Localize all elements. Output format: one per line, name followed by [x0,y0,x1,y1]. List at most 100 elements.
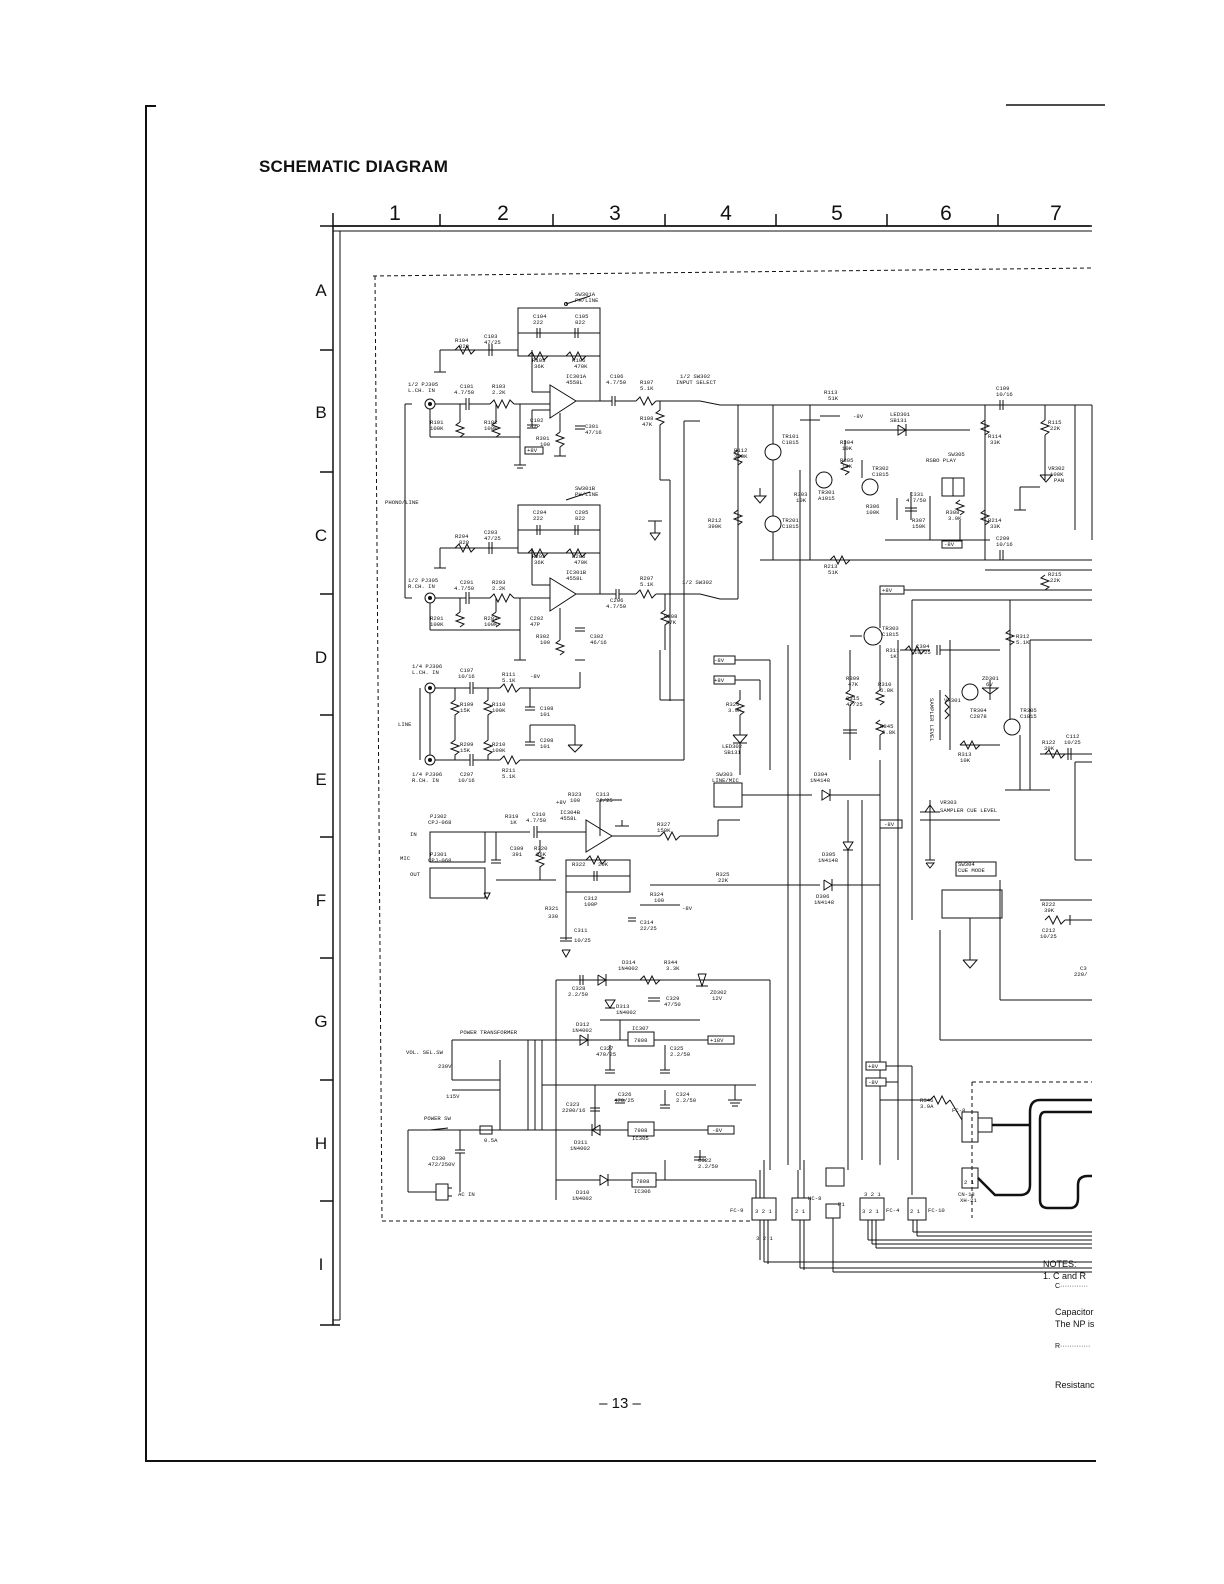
notes-line: The NP is [1055,1319,1095,1329]
component-label: R206 [572,553,585,560]
component-label: 3 2 1 [755,1208,772,1215]
component-label: C104 [533,313,547,320]
component-label: C311 [574,927,588,934]
component-label: C105 [575,313,588,320]
grid-row-label: C [314,526,328,545]
page-number: – 13 – [599,1395,641,1412]
component-label: A1015 [818,495,835,502]
component-label: D304 [814,771,828,778]
component-label: IC306 [634,1188,651,1195]
grid-column-label: 1 [389,202,401,225]
component-label: C329 [666,995,679,1002]
component-label: R213 [824,563,837,570]
component-label: R325 [716,871,729,878]
component-label: SW301B [575,485,596,492]
component-label: 470K [574,363,588,370]
component-label: C313 [596,791,609,798]
component-label: TR101 [782,433,799,440]
preamp-left-channel [424,295,700,469]
component-label: C301 [585,423,599,430]
component-label: R108 [640,415,653,422]
component-label: FC-9 [730,1207,743,1214]
component-label: 472/250V [428,1161,455,1168]
component-label: 390K [734,453,748,460]
component-label: 1N4002 [572,1027,592,1034]
component-label: 2.2K [492,585,506,592]
component-label: C108 [540,705,553,712]
component-label: 2.2/50 [676,1097,697,1104]
component-label: C314 [640,919,654,926]
component-label: C328 [572,985,585,992]
component-label: 47/50 [664,1001,681,1008]
component-label: IN [410,831,417,838]
component-label: ZD302 [710,989,727,996]
component-label: R211 [502,767,516,774]
component-label: R209 [460,741,473,748]
component-label: 1/2 PJ305 [408,577,438,584]
component-label: 4.7/50 [606,603,627,610]
component-label: -8V [868,1079,879,1086]
component-label: C106 [610,373,623,380]
component-label: R319 [505,813,518,820]
component-label: 1N4002 [618,965,638,972]
component-label: 100K [484,425,498,432]
component-label: -8V [884,821,895,828]
component-label: 100 [540,639,551,646]
component-label: -8V [944,541,955,548]
component-label: 47/25 [484,535,501,542]
component-label: 10K [842,463,853,470]
component-label: D314 [622,959,636,966]
component-label: 3.9A [920,1103,934,1110]
notes-heading: NOTES: [1043,1259,1077,1269]
component-label: 2 1 [910,1208,921,1215]
component-label: CUE MODE [958,867,985,874]
component-label: CPJ-068 [428,819,452,826]
component-label: 4.7/50 [606,379,627,386]
component-label: 10/25 [574,937,591,944]
grid-row-label: I [318,1255,324,1274]
component-label: 1/4 PJ306 [412,771,442,778]
component-label: R222 [1042,901,1055,908]
component-label: 10K [842,445,853,452]
component-label: RSBO PLAY [926,457,957,464]
component-label: LED301 [890,411,911,418]
component-label: D312 [576,1021,589,1028]
grid-row-label: D [314,648,328,667]
notes-line: Resistanc [1055,1380,1095,1390]
component-label: R307 [912,517,925,524]
component-label: TR304 [970,707,987,714]
component-label: 47K [666,619,677,626]
component-label: 36K [534,363,545,370]
component-label: 33K [990,523,1001,530]
page-title: SCHEMATIC DIAGRAM [259,157,449,176]
component-label: R302 [536,633,549,640]
component-label: 3 2 1 [862,1208,879,1215]
component-label: C1815 [782,523,799,530]
component-label: 10K [796,497,807,504]
component-label: C109 [996,385,1009,392]
component-label: 2.2/50 [568,991,589,998]
component-label: R324 [650,891,664,898]
component-label: VOL. SEL.SW [406,1049,444,1056]
component-label: 1N4002 [570,1145,590,1152]
component-label: PJ302 [430,813,447,820]
notes-line: 1. C and R [1043,1271,1087,1281]
notes-line: Capacitor [1055,1307,1094,1317]
component-label: 1N4002 [616,1009,636,1016]
component-label: C302 [590,633,603,640]
component-label: FC-4 [886,1207,900,1214]
component-label: -8V [530,673,541,680]
component-label: 5.1K [640,581,654,588]
component-label: C112 [1066,733,1079,740]
component-label: SAMPLER LEVEL [928,698,935,742]
component-label: 100K [866,509,880,516]
component-label: 5.1K [640,385,654,392]
component-label: D305 [822,851,835,858]
component-label: R102 [484,419,497,426]
component-label: C202 [530,615,543,622]
component-label: 1K [890,653,897,660]
component-label: C330 [432,1155,446,1162]
component-label: 101 [540,743,551,750]
component-label: D310 [576,1189,590,1196]
component-label: 39K [1044,745,1055,752]
